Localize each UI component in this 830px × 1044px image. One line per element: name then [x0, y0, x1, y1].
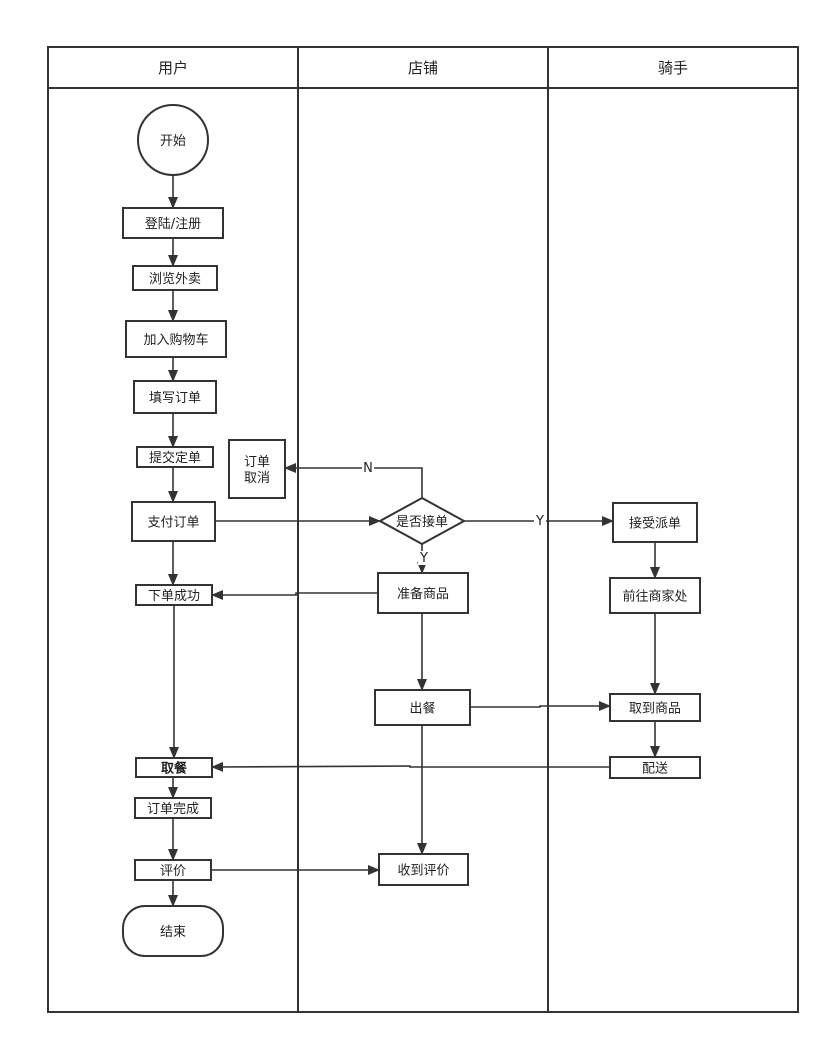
node-label-deliver: 配送	[642, 762, 668, 777]
node-accept: 是否接单	[377, 496, 467, 546]
edge-serve-to-pickup	[470, 701, 611, 711]
node-label-received: 收到评价	[397, 864, 449, 879]
node-cart: 加入购物车	[125, 320, 227, 358]
edge-label-background	[362, 461, 374, 475]
node-shape-goto	[609, 577, 701, 614]
node-shape-browse	[132, 265, 218, 291]
edge-label-accept-to-dispatch: Y	[535, 514, 544, 529]
node-shape-pay	[131, 501, 216, 542]
node-label-accept: 是否接单	[396, 514, 448, 530]
node-shape-fill	[133, 380, 217, 414]
node-review: 评价	[134, 859, 212, 881]
node-label-end: 结束	[160, 925, 186, 940]
edge-deliver-to-take	[211, 761, 610, 772]
node-label-start: 开始	[160, 134, 186, 149]
node-dispatch: 接受派单	[612, 502, 698, 543]
edge-label-accept-to-prepare: Y	[419, 551, 428, 566]
node-shape-start	[137, 104, 209, 176]
node-goto: 前往商家处	[609, 577, 701, 614]
node-start: 开始	[137, 104, 209, 176]
node-shape-serve	[374, 689, 471, 726]
node-prepare: 准备商品	[377, 572, 469, 614]
node-serve: 出餐	[374, 689, 471, 726]
node-shape-pickup	[609, 693, 701, 722]
node-label-browse: 浏览外卖	[149, 271, 201, 287]
node-shape-login	[122, 207, 224, 239]
node-label-prepare: 准备商品	[397, 586, 449, 602]
node-take: 取餐	[135, 757, 213, 778]
node-received: 收到评价	[378, 853, 469, 886]
edge-accept-to-cancel	[284, 463, 423, 498]
edge-label-background	[534, 514, 546, 528]
node-label-cart: 加入购物车	[143, 332, 208, 348]
node-submit: 提交定单	[136, 446, 214, 468]
node-shape-accept	[377, 496, 467, 546]
node-label-login: 登陆/注册	[145, 216, 201, 232]
node-label-dispatch: 接受派单	[629, 516, 681, 532]
edge-prepare-to-success	[211, 590, 378, 600]
node-shape-submit	[136, 446, 214, 468]
node-success: 下单成功	[135, 584, 213, 606]
node-shape-success	[135, 584, 213, 606]
node-label-serve: 出餐	[409, 701, 435, 717]
node-label-pay: 支付订单	[147, 516, 199, 531]
swimlanes: 用户 店铺 骑手	[47, 46, 799, 1013]
node-label-done: 订单完成	[147, 802, 199, 817]
node-end: 结束	[122, 905, 224, 957]
edge-label-background	[418, 551, 430, 565]
lane-title-rider: 骑手	[658, 59, 688, 77]
node-label-fill: 填写订单	[149, 391, 201, 406]
node-fill: 填写订单	[133, 380, 217, 414]
node-label-success: 下单成功	[148, 589, 200, 604]
node-shape-prepare	[377, 572, 469, 614]
node-label-pickup: 取到商品	[629, 702, 681, 717]
node-shape-dispatch	[612, 502, 698, 543]
node-shape-received	[378, 853, 469, 886]
edge-label-accept-to-cancel: N	[363, 461, 373, 476]
connectors: N Y Y	[168, 175, 660, 907]
node-done: 订单完成	[134, 797, 212, 819]
node-shape-review	[134, 859, 212, 881]
node-shape-cancel	[228, 439, 286, 499]
node-label-cancel: 取消	[244, 471, 270, 486]
node-pickup: 取到商品	[609, 693, 701, 722]
node-deliver: 配送	[609, 756, 701, 779]
node-label-review: 评价	[160, 864, 186, 879]
node-shape-end	[122, 905, 224, 957]
node-label-take: 取餐	[161, 761, 188, 777]
node-shape-take	[135, 757, 213, 778]
node-login: 登陆/注册	[122, 207, 224, 239]
lane-title-store: 店铺	[408, 59, 438, 77]
node-shape-cart	[125, 320, 227, 358]
lane-title-user: 用户	[158, 59, 188, 77]
node-pay: 支付订单	[131, 501, 216, 542]
swimlane-frame	[47, 46, 799, 1013]
node-browse: 浏览外卖	[132, 265, 218, 291]
node-shape-done	[134, 797, 212, 819]
node-label-goto: 前往商家处	[622, 589, 687, 605]
node-label-submit: 提交定单	[149, 450, 201, 466]
node-label-cancel: 订单	[244, 455, 270, 470]
node-shape-deliver	[609, 756, 701, 779]
